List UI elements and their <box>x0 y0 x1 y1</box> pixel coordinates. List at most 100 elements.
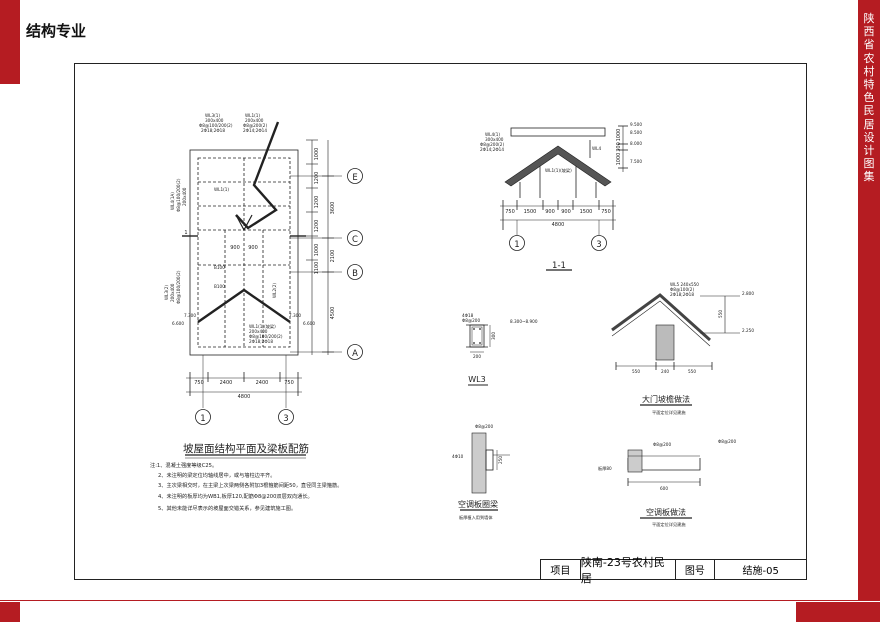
axis-1: 1 <box>200 414 205 424</box>
wl1c-label: WL1(1)(坡梁) <box>249 323 276 330</box>
bottom-rule <box>0 600 880 601</box>
note-2: 2、未注明的梁定位均轴线居中，或与墙柱边平齐。 <box>158 471 275 479</box>
note-3: 3、主次梁相交时，在主梁上次梁两侧各附加3根箍筋间距50，直径同主梁箍筋。 <box>158 481 342 489</box>
gate-sub: 平面定位详见建施 <box>652 409 686 416</box>
gate-beam: WL5 240x550 <box>670 282 699 287</box>
wl1c-stir: Φ8@100/200(2) <box>249 334 283 339</box>
note-1: 注:1、混凝土强度等级C25。 <box>150 461 217 469</box>
page-title: 结构专业 <box>26 22 87 40</box>
ac-sub: 平面定位详见建施 <box>652 521 686 528</box>
left-label-6: Φ8@100/200(2) <box>176 270 181 304</box>
s11-wl4-bars: 2Φ14;2Φ14 <box>480 147 504 152</box>
dim-side-1: 3600 <box>330 202 336 215</box>
wl3-top-stir: Φ8@100/200(2) <box>199 123 233 128</box>
gate-height: 550 <box>718 310 723 318</box>
axis-E: E <box>352 173 357 183</box>
axis-A: A <box>352 349 358 359</box>
section-axis-1-circle <box>509 235 525 251</box>
s11-elev-3: 8.000 <box>630 141 642 146</box>
wl1-top-sec: 200x400 <box>245 118 264 123</box>
s11-caption: 1-1 <box>552 261 566 271</box>
ac-ring-detail <box>460 432 510 511</box>
gate-elev-2: 2.250 <box>742 328 754 333</box>
wl3-height: 300 <box>491 332 496 340</box>
dim-mid-2: 900 <box>248 245 258 251</box>
left-label-1: WL4(1A) <box>170 192 175 210</box>
elev-left-2: 6.600 <box>172 321 184 326</box>
s11-v1: 1000 <box>616 129 622 142</box>
dim-top-1: 1000 <box>314 148 320 161</box>
wl1-top-label: WL1(1) <box>245 113 260 118</box>
ac-dim: 600 <box>660 486 668 491</box>
slab-label-2: B100 <box>214 265 225 270</box>
axis-B: B <box>352 269 358 279</box>
gate-dim-3: 550 <box>688 369 696 374</box>
dim-mid-1: 900 <box>230 245 240 251</box>
dim-bottom-2: 2400 <box>220 380 233 386</box>
s11-dim-total: 4800 <box>552 222 565 228</box>
ac-slab-detail <box>627 449 701 519</box>
s11-wl1-label: WL1(1)(坡梁) <box>545 167 572 174</box>
s11-dim-6: 750 <box>601 209 611 215</box>
dim-bottom-3: 2400 <box>256 380 269 386</box>
wl3-caption: WL3 <box>468 375 485 384</box>
wl2-label: WL2(2) <box>272 283 277 298</box>
dim-top-5: 1000 <box>314 244 320 257</box>
wl1-mid-label: WL1(1) <box>214 187 229 192</box>
roof-plan <box>182 121 363 459</box>
ring-d: 250 <box>498 456 503 464</box>
tb-dwg-label: 图号 <box>676 560 716 579</box>
dim-top-3: 1200 <box>314 196 320 209</box>
wl3-width: 200 <box>473 354 481 359</box>
slab-label-1: B100 <box>214 284 225 289</box>
s11-dim-4: 900 <box>561 209 571 215</box>
corner-block-bottom-right <box>796 602 880 622</box>
wl3-stir: Φ8@200 <box>462 318 480 323</box>
tb-project-label: 项目 <box>541 560 581 579</box>
section-axis-3-circle <box>591 235 607 251</box>
tb-project: 陕南-23号农村民居 <box>581 556 676 585</box>
dim-bottom-4: 750 <box>284 380 294 386</box>
s11-wl4-label: WL4(1) <box>485 132 500 137</box>
note-5: 5、其他未能详尽表示的坡屋面交错关系，参见建筑施工图。 <box>158 504 296 512</box>
wl1-top-stir: Φ8@200(2) <box>243 123 267 128</box>
elev-right-2: 6.600 <box>303 321 315 326</box>
gate-bars: 2Φ18;2Φ18 <box>670 292 694 297</box>
s11-wl4-stir: Φ8@200(2) <box>480 142 504 147</box>
corner-block-bottom-left <box>0 602 20 622</box>
axis-1-circle <box>195 409 211 425</box>
wl3-top-bars: 2Φ18;2Φ18 <box>201 128 225 133</box>
elev-right-1: 7.300 <box>289 313 301 318</box>
plan-outline <box>189 149 299 356</box>
drawing-sheet <box>74 63 807 580</box>
dim-total: 4800 <box>238 394 251 400</box>
wl3-bars: 4Φ18 <box>462 313 474 318</box>
axis-B-circle <box>347 264 363 280</box>
s11-axis-3: 3 <box>596 240 601 250</box>
gate-stir: Φ8@100(2) <box>670 287 694 292</box>
axis-C: C <box>352 235 358 245</box>
section-1-1 <box>500 125 628 271</box>
wl1c-sec: 200x400 <box>249 329 268 334</box>
dim-top-4: 1200 <box>314 220 320 233</box>
dim-side-2: 2100 <box>330 250 336 263</box>
ac-l1: Φ8@200 <box>653 442 671 447</box>
axis-C-circle <box>347 230 363 246</box>
s11-elev-1: 9.500 <box>630 122 642 127</box>
wl1-top-bars: 2Φ14;2Φ14 <box>243 128 267 133</box>
wl3-top-label: WL3(1) <box>205 113 220 118</box>
title-block: 项目 陕南-23号农村民居 图号 结施-05 <box>540 556 806 585</box>
wl1c-bars: 2Φ18;2Φ18 <box>249 339 273 344</box>
gate-caption: 大门坡檐做法 <box>642 394 690 404</box>
wl3-top: 8.300~8.900 <box>510 319 538 324</box>
dim-top-2: 1200 <box>314 172 320 185</box>
s11-dim-1: 750 <box>505 209 515 215</box>
ring-caption: 空调板圈梁 <box>458 499 498 509</box>
s11-v2: 300 <box>616 142 622 152</box>
elev-left-1: 7.300 <box>184 313 196 318</box>
s11-wl4-right: WL4 <box>592 146 601 151</box>
axis-3-circle <box>278 409 294 425</box>
left-label-2: Φ8@100/200(2) <box>176 178 181 212</box>
dim-side-4: 4500 <box>330 307 336 320</box>
